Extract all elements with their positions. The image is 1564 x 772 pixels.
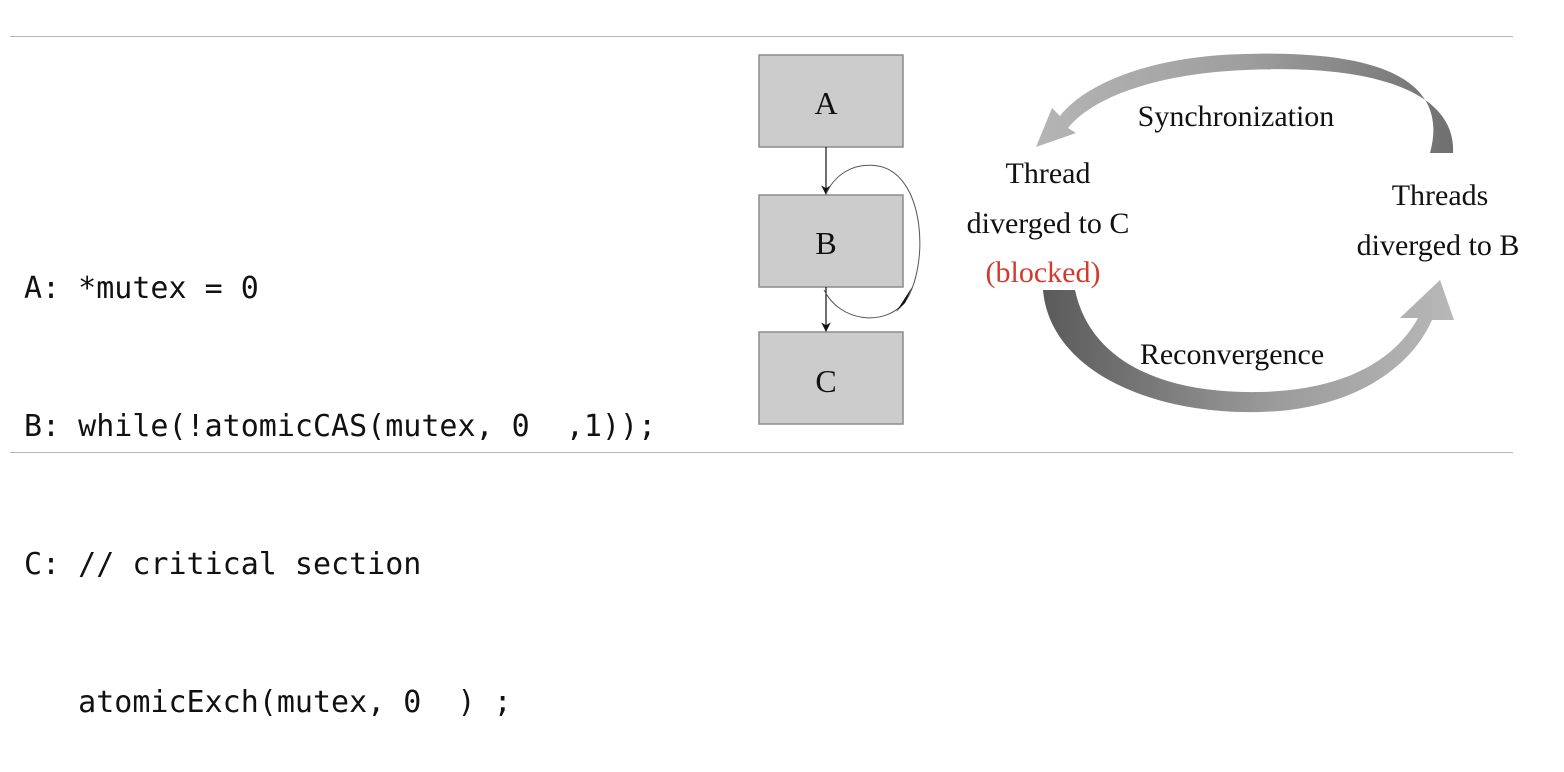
- right-state-line1: Threads: [1392, 179, 1489, 212]
- block-c-label: C: [815, 363, 836, 399]
- reconvergence-arrow: [1043, 280, 1454, 413]
- control-flow-graph: A B C: [758, 54, 921, 425]
- code-line-c: C: // critical section: [24, 547, 422, 582]
- self-loop-arrowhead: [896, 287, 912, 312]
- diagram-canvas: A B C Synchronization Reconvergence Thre…: [758, 53, 1520, 425]
- block-a: [758, 54, 904, 148]
- left-state-line1: Thread: [1006, 157, 1091, 190]
- top-divider: [10, 36, 1513, 37]
- block-b: [758, 194, 904, 288]
- reconvergence-label: Reconvergence: [1140, 338, 1324, 371]
- divergence-cycle: Synchronization Reconvergence Thread div…: [967, 53, 1520, 413]
- right-state-line2: diverged to B: [1357, 229, 1520, 262]
- synchronization-arrow: [1036, 53, 1454, 154]
- code-line-b: B: while(!atomicCAS(mutex, 0 ,1));: [24, 409, 657, 444]
- block-c: [758, 331, 904, 425]
- code-line-a: A: *mutex = 0: [24, 271, 259, 306]
- left-state-status: (blocked): [986, 256, 1101, 289]
- left-state-line2: diverged to C: [967, 207, 1130, 240]
- code-line-c-exch: atomicExch(mutex, 0 ) ;: [24, 685, 512, 720]
- synchronization-label: Synchronization: [1138, 100, 1335, 133]
- bottom-divider: [10, 452, 1513, 453]
- block-b-label: B: [815, 225, 836, 261]
- block-a-label: A: [814, 85, 837, 121]
- edge-b-self-loop: [823, 164, 921, 319]
